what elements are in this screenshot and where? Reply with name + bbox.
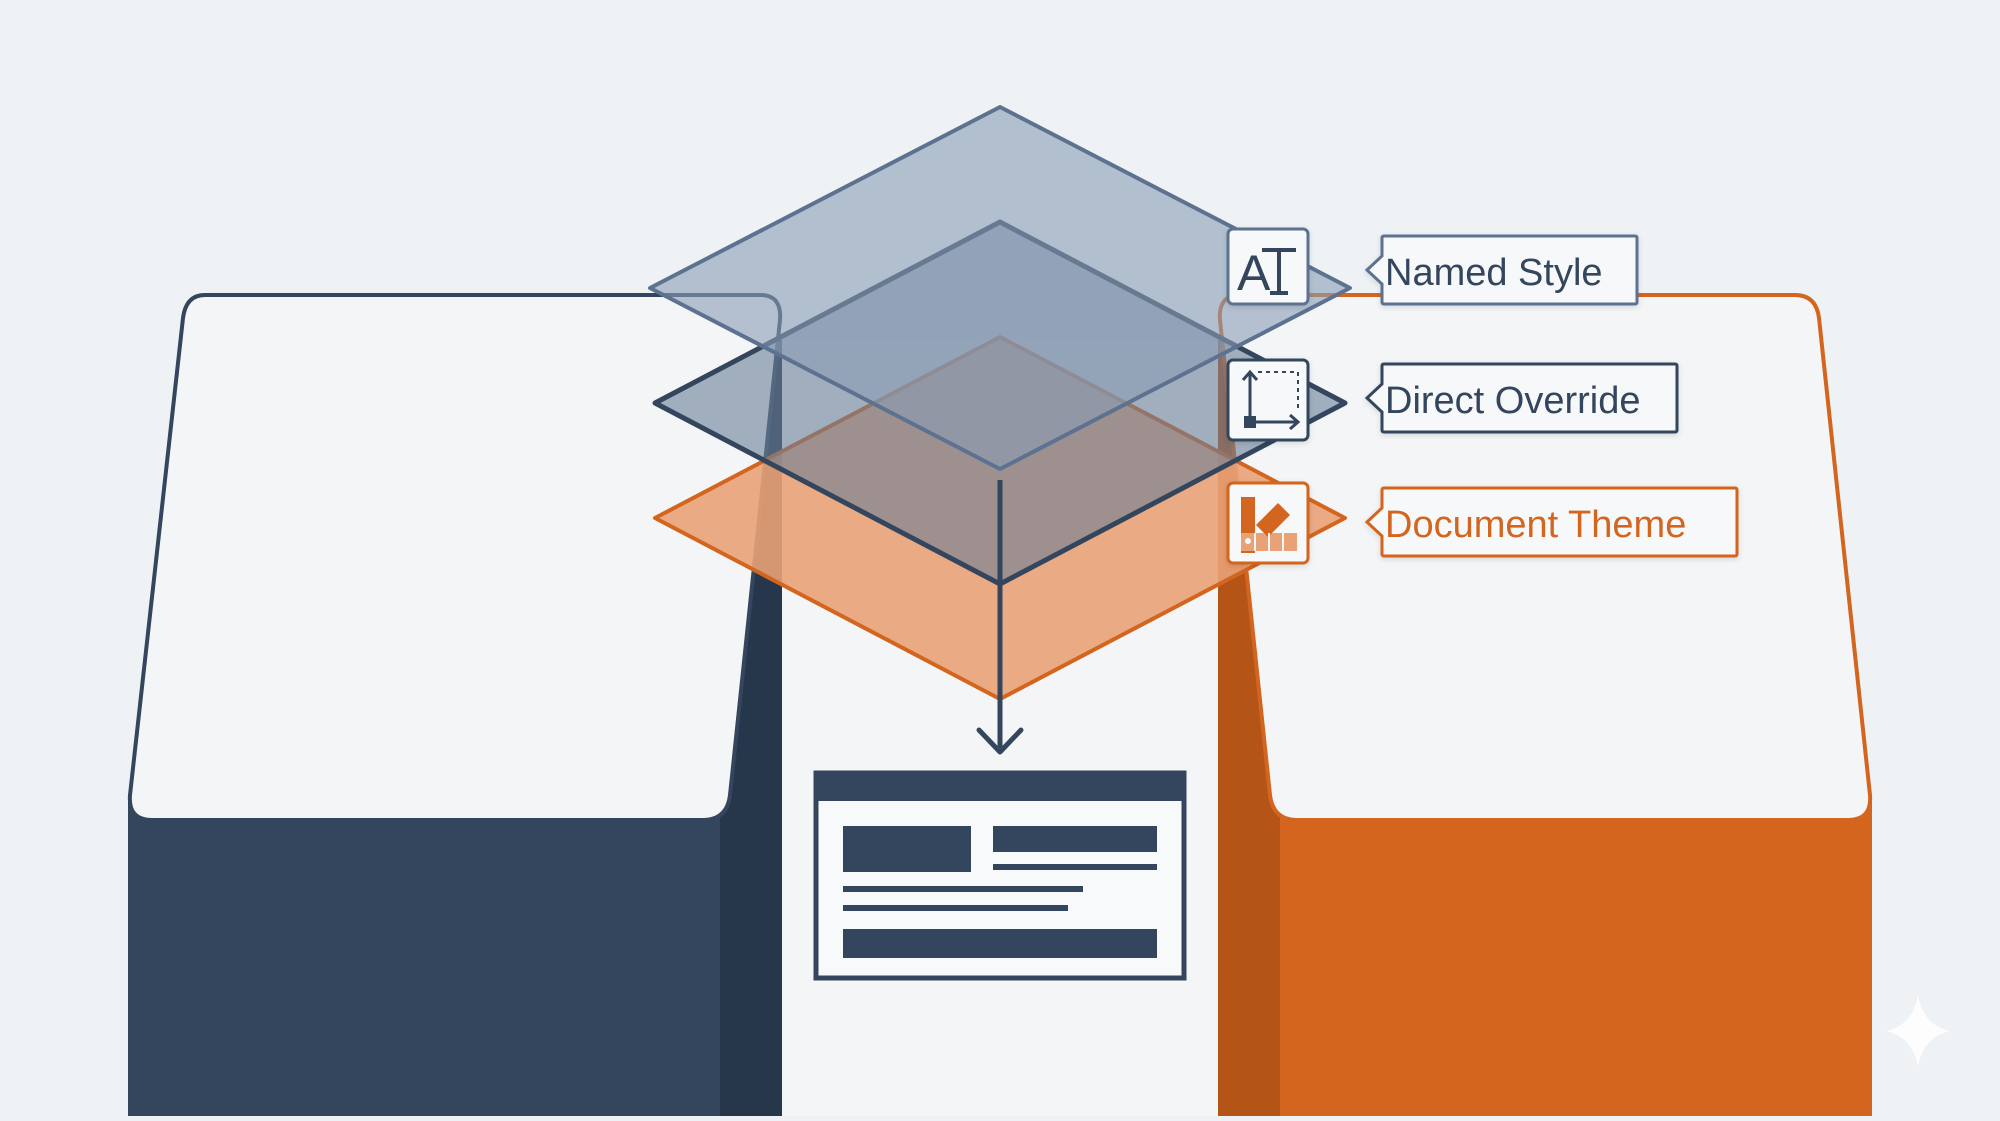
document-theme-label: Document Theme — [1385, 504, 1686, 546]
down-arrow-icon — [976, 480, 1024, 755]
named-style-callout: A Named Style — [1226, 227, 1639, 306]
named-style-label: Named Style — [1385, 252, 1603, 294]
left-pillar-panel — [127, 293, 783, 822]
left-pillar-base — [128, 800, 782, 1116]
text-style-icon: A — [1237, 245, 1296, 301]
resize-corner-icon — [1241, 369, 1301, 431]
layer-stack — [648, 105, 1352, 701]
direct-override-label: Direct Override — [1385, 380, 1641, 422]
named-style-label-box — [1364, 234, 1639, 306]
svg-text:A: A — [1237, 245, 1271, 301]
direct-override-label-box — [1364, 362, 1679, 434]
sparkle-icon — [1886, 995, 1950, 1067]
color-palette-icon — [1241, 497, 1297, 553]
direct-override-callout: Direct Override — [1226, 358, 1679, 442]
document-layout-icon — [813, 770, 1187, 981]
document-theme-label-box — [1364, 486, 1739, 558]
document-theme-callout: Document Theme — [1226, 481, 1739, 565]
right-pillar-base — [1218, 800, 1872, 1116]
named-style-icon-box — [1226, 227, 1310, 306]
